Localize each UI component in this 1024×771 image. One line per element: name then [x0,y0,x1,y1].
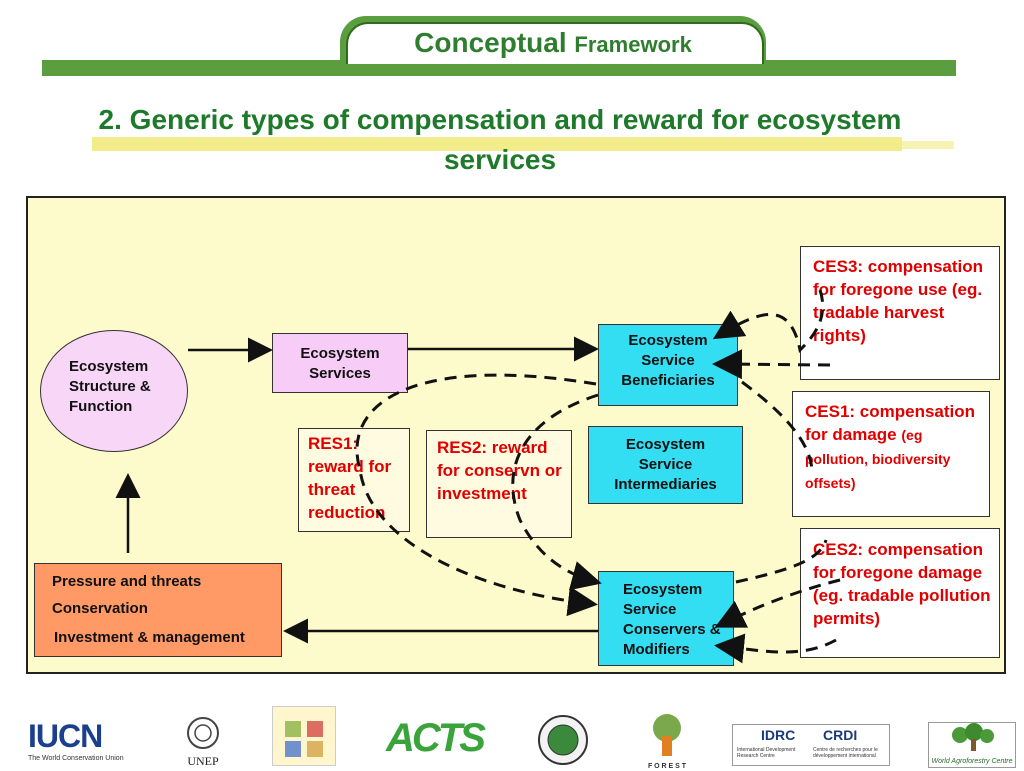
dashed-ces2-loop-b [714,633,837,664]
conservers-label: Ecosystem Service Conservers & Modifiers [623,581,721,658]
dashed-ces3-direct [712,349,831,380]
dashed-ces2-loop-a [714,578,841,628]
ecosystem-structure-label: Ecosystem Structure & Function [69,358,151,415]
pressure-line1: Pressure and threats [52,573,202,590]
forest-department-seal-icon [538,715,588,765]
intermediaries-label: Ecosystem Service Intermediaries [614,436,717,493]
ces3-label: CES3: compensation for foregone use (eg.… [813,257,984,345]
res2-box: RES2: reward for conservn or investment [426,430,572,538]
tree-icon [653,714,681,756]
dashed-ces2-loop-out [735,539,828,584]
header-title-sub: Framework [574,32,692,57]
res2-label: RES2: reward for conservn or investment [437,438,562,503]
ces1-label: CES1: compensation for damage [805,402,976,444]
grupo-emblem-icon [285,721,323,757]
beneficiaries-label: Ecosystem Service Beneficiaries [621,332,715,389]
iucn-logo-text: IUCN [28,718,103,754]
ces1-box: CES1: compensation for damage (eg pollut… [792,391,990,517]
iucn-logo: IUCN The World Conservation Union [28,718,148,766]
iucn-logo-subtext: The World Conservation Union [28,755,124,762]
header-title: Conceptual Framework [340,24,766,64]
pressure-line3: Investment & management [54,629,245,646]
icraf-logo: World Agroforestry Centre [928,722,1016,768]
ecosystem-structure-node: Ecosystem Structure & Function [40,330,188,452]
ecosystem-services-label: Ecosystem Services [300,345,380,382]
ces2-box: CES2: compensation for foregone damage (… [800,528,1000,658]
dashed-res-inner-loop [511,393,602,591]
icraf-logo-text: World Agroforestry Centre [931,758,1013,765]
slide-title: 2. Generic types of compensation and rew… [98,104,902,175]
pressure-line2: Conservation [52,600,148,617]
crdi-subtext: Centre de recherches pour le développeme… [813,747,878,759]
grupo-logo [272,706,336,766]
idrc-crdi-logo: IDRC CRDI International Development Rese… [732,724,890,766]
pressure-node: Pressure and threats Conservation Invest… [34,563,282,657]
unep-logo: UNEP [178,716,228,768]
ecosystem-services-node: Ecosystem Services [272,333,408,393]
unep-emblem-icon [187,717,219,749]
ces2-label: CES2: compensation for foregone damage (… [813,540,991,628]
conservers-node: Ecosystem Service Conservers & Modifiers [598,571,734,666]
dashed-res-outer-loop [355,373,598,617]
unep-logo-text: UNEP [187,754,219,768]
crdi-text: CRDI [823,727,858,743]
acts-logo-text: ACTS [386,716,486,760]
forest-department-logo [536,714,590,766]
acts-logo: ACTS [386,716,486,760]
res1-box: RES1: reward for threat reduction [298,428,410,532]
header-tab-inner [346,22,764,64]
ces1-small-label: (eg pollution, biodiversity offsets) [805,427,951,491]
dashed-ces3-loop [712,289,825,354]
icraf-trees-icon [952,723,994,751]
title-highlight [92,137,902,151]
dashed-ces1-loop [741,380,814,471]
res1-label: RES1: reward for threat reduction [308,434,392,522]
idrc-subtext: International Development Research Centr… [737,747,796,759]
idrc-text: IDRC [761,727,796,743]
forest-logo-text: F O R E S T [647,763,687,770]
header-title-main: Conceptual [414,27,567,58]
ces3-box: CES3: compensation for foregone use (eg.… [800,246,1000,380]
intermediaries-node: Ecosystem Service Intermediaries [588,426,743,504]
forest-logo: F O R E S T [640,712,694,770]
